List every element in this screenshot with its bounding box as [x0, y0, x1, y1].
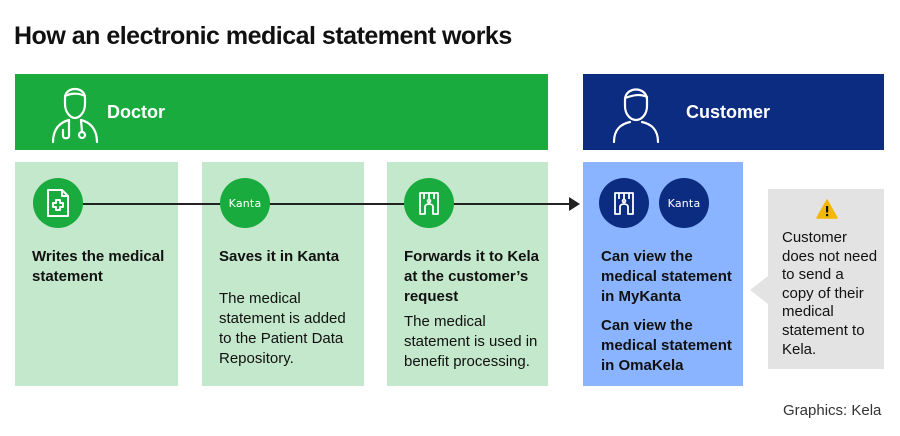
flow-connector-line — [60, 203, 570, 205]
customer-line-omakela: Can view the medical statement in OmaKel… — [601, 317, 732, 374]
note-text: Customer does not need to send a copy of… — [782, 229, 878, 358]
customer-banner: Customer — [583, 74, 884, 150]
doctor-icon — [49, 80, 101, 149]
kanta-logo-icon: Kanta — [220, 178, 270, 228]
arrow-right-icon — [569, 197, 580, 211]
kela-logo-icon — [599, 178, 649, 228]
step-title: Saves it in Kanta — [219, 248, 340, 265]
step-title: Forwards it to Kela at the customer’s re… — [404, 248, 540, 305]
step-card-forward: Forwards it to Kela at the customer’s re… — [387, 162, 548, 386]
step-description: The medical statement is used in benefit… — [404, 313, 538, 370]
page-title: How an electronic medical statement work… — [14, 22, 512, 50]
kanta-logo-icon: Kanta — [659, 178, 709, 228]
medical-document-icon — [33, 178, 83, 228]
step-title: Writes the medical statement — [32, 248, 165, 285]
step-description: The medical statement is added to the Pa… — [219, 290, 346, 367]
kanta-logo-text: Kanta — [667, 196, 701, 210]
note-callout: Customer does not need to send a copy of… — [768, 189, 884, 369]
kanta-logo-text: Kanta — [228, 196, 262, 210]
warning-icon — [816, 199, 838, 224]
note-pointer — [750, 276, 768, 304]
kela-logo-icon — [404, 178, 454, 228]
graphics-credit: Graphics: Kela — [783, 402, 882, 419]
doctor-label: Doctor — [107, 102, 165, 122]
customer-label: Customer — [686, 102, 771, 122]
doctor-banner: Doctor — [15, 74, 548, 150]
person-icon — [611, 82, 661, 149]
customer-line-mykanta: Can view the medical statement in MyKant… — [601, 248, 732, 305]
